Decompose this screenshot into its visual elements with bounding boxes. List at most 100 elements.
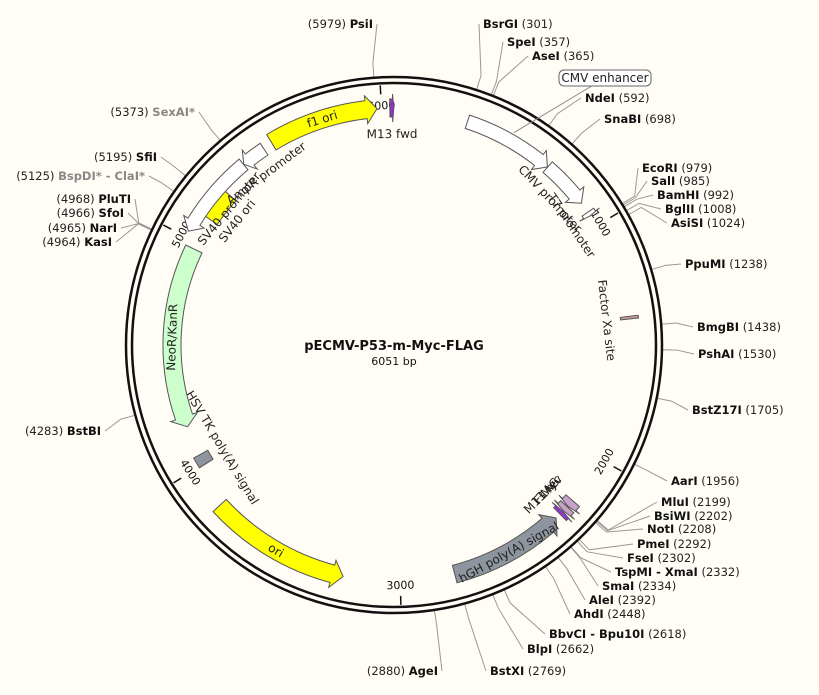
feature-cmv-enhancer-leader [513, 83, 596, 134]
backbone-inner-circle [130, 81, 658, 609]
site-agei-label[interactable]: (2880) AgeI [367, 664, 438, 678]
feature-ampr-promoter[interactable] [241, 142, 269, 171]
site-pluti-leader [134, 198, 153, 230]
tick-label-3000: 3000 [386, 579, 414, 593]
site-bglii-name: BglII [665, 202, 695, 216]
site-tspmi-xmai-leader [570, 546, 612, 573]
site-tspmi-xmai-name: TspMI - XmaI [615, 565, 698, 579]
site-sfii-position: (5195) [94, 150, 132, 164]
site-snabi-leader [571, 118, 601, 145]
site-asei-label[interactable]: AseI (365) [532, 49, 594, 63]
site-mlui-label[interactable]: MluI (2199) [661, 495, 731, 509]
feature-neor-kanr[interactable] [162, 244, 203, 428]
site-aari-name: AarI [671, 474, 698, 488]
site-smai-position: (2334) [638, 579, 676, 593]
site-pluti-label[interactable]: (4968) PluTI [56, 192, 131, 206]
site-bstxi-leader [464, 603, 487, 672]
site-ecori-label[interactable]: EcoRI (979) [642, 161, 712, 175]
feature-hgh-poly-a-signal[interactable] [451, 513, 558, 584]
feature-f1-ori[interactable] [266, 94, 378, 151]
site-snabi-label[interactable]: SnaBI (698) [604, 112, 676, 126]
site-smai-label[interactable]: SmaI (2334) [602, 579, 676, 593]
site-smai-leader [569, 546, 599, 587]
site-bsiwi-label[interactable]: BsiWI (2202) [654, 509, 732, 523]
site-bstz17i-label[interactable]: BstZ17I (1705) [692, 403, 784, 417]
site-noti-label[interactable]: NotI (2208) [647, 522, 716, 536]
site-blpi-label[interactable]: BlpI (2662) [527, 642, 594, 656]
site-nari-label[interactable]: (4965) NarI [48, 221, 117, 235]
site-asisi-leader [627, 206, 668, 224]
site-ahdi-position: (2448) [607, 607, 645, 621]
site-sfoi-position: (4966) [57, 206, 95, 220]
backbone-outer-circle [124, 75, 664, 615]
site-bbvci-bpu10i-label[interactable]: BbvCI - Bpu10I (2618) [549, 627, 686, 641]
feature-cmv-promoter[interactable] [542, 161, 585, 204]
site-ecori-name: EcoRI [642, 161, 678, 175]
site-bstxi-label[interactable]: BstXI (2769) [490, 664, 566, 678]
site-bmgbi-label[interactable]: BmgBI (1438) [697, 320, 781, 334]
site-ppumi-label[interactable]: PpuMI (1238) [685, 257, 767, 271]
site-pshai-label[interactable]: PshAI (1530) [698, 347, 776, 361]
site-kasi-label[interactable]: (4964) KasI [42, 235, 112, 249]
feature-m13-rev[interactable] [551, 501, 573, 523]
site-pshai-position: (1530) [738, 347, 776, 361]
feature-factor-xa-site[interactable] [619, 314, 640, 321]
site-fsei-label[interactable]: FseI (2302) [627, 551, 696, 565]
plasmid-length: 6051 bp [371, 355, 416, 368]
feature-t7-promoter[interactable] [579, 207, 600, 222]
site-snabi-name: SnaBI [604, 112, 641, 126]
site-ppumi-name: PpuMI [685, 257, 726, 271]
feature-neor-kanr-label: NeoR/KanR [164, 303, 180, 370]
site-ahdi-label[interactable]: AhdI (2448) [574, 607, 646, 621]
site-pshai-leader [661, 349, 695, 355]
site-sexai-label[interactable]: (5373) SexAI* [110, 105, 195, 119]
site-pmei-label[interactable]: PmeI (2292) [637, 537, 711, 551]
feature-sv40-promoter[interactable] [182, 158, 249, 232]
feature-ori[interactable] [212, 498, 344, 589]
feature-hsv-tk-poly-a-signal[interactable] [193, 449, 214, 469]
site-sfii-leader [160, 156, 187, 177]
site-sfii-label[interactable]: (5195) SfiI [94, 150, 157, 164]
site-agei-name: AgeI [409, 664, 438, 678]
site-aari-label[interactable]: AarI (1956) [671, 474, 740, 488]
site-bstbi-leader [104, 414, 136, 432]
site-bsiwi-position: (2202) [694, 509, 732, 523]
site-alei-position: (2392) [618, 593, 656, 607]
site-ndei-label[interactable]: NdeI (592) [585, 91, 650, 105]
site-sfoi-name: SfoI [99, 206, 124, 220]
site-bsiwi-name: BsiWI [654, 509, 691, 523]
site-asisi-label[interactable]: AsiSI (1024) [671, 216, 745, 230]
site-bbvci-bpu10i-position: (2618) [648, 627, 686, 641]
site-agei-position: (2880) [367, 664, 405, 678]
site-alei-label[interactable]: AleI (2392) [589, 593, 656, 607]
feature-cmv-enhancer-label-box [558, 69, 652, 87]
site-bstbi-label[interactable]: (4283) BstBI [25, 424, 101, 438]
site-bamhi-label[interactable]: BamHI (992) [657, 188, 734, 202]
site-pshai-name: PshAI [698, 347, 734, 361]
site-bsrgi-leader [475, 23, 482, 91]
feature-m13-fwd[interactable] [389, 93, 395, 123]
site-bstz17i-leader [656, 397, 689, 411]
site-nari-position: (4965) [48, 221, 86, 235]
site-bglii-label[interactable]: BglII (1008) [665, 202, 736, 216]
site-sali-label[interactable]: SalI (985) [651, 174, 710, 188]
site-fsei-leader [576, 540, 624, 559]
site-pmei-name: PmeI [637, 537, 670, 551]
site-tspmi-xmai-label[interactable]: TspMI - XmaI (2332) [615, 565, 740, 579]
site-mlui-position: (2199) [693, 495, 731, 509]
feature-flag[interactable] [554, 499, 575, 520]
site-psii-name: PsiI [350, 17, 373, 31]
feature-myc[interactable] [558, 494, 581, 515]
feature-ori-label: ori [266, 541, 287, 561]
site-bsrgi-label[interactable]: BsrGI (301) [483, 17, 553, 31]
feature-cmv-enhancer[interactable] [464, 114, 548, 171]
site-psii-label[interactable]: (5979) PsiI [308, 17, 373, 31]
site-bspdi-clai-label[interactable]: (5125) BspDI* - ClaI* [16, 169, 145, 183]
feature-m13-fwd-label: M13 fwd [367, 127, 418, 141]
site-aari-position: (1956) [701, 474, 739, 488]
site-bspdi-clai-name: BspDI* - ClaI* [58, 169, 145, 183]
site-sfoi-label[interactable]: (4966) SfoI [57, 206, 124, 220]
site-bstxi-position: (2769) [528, 664, 566, 678]
site-spei-label[interactable]: SpeI (357) [507, 35, 570, 49]
